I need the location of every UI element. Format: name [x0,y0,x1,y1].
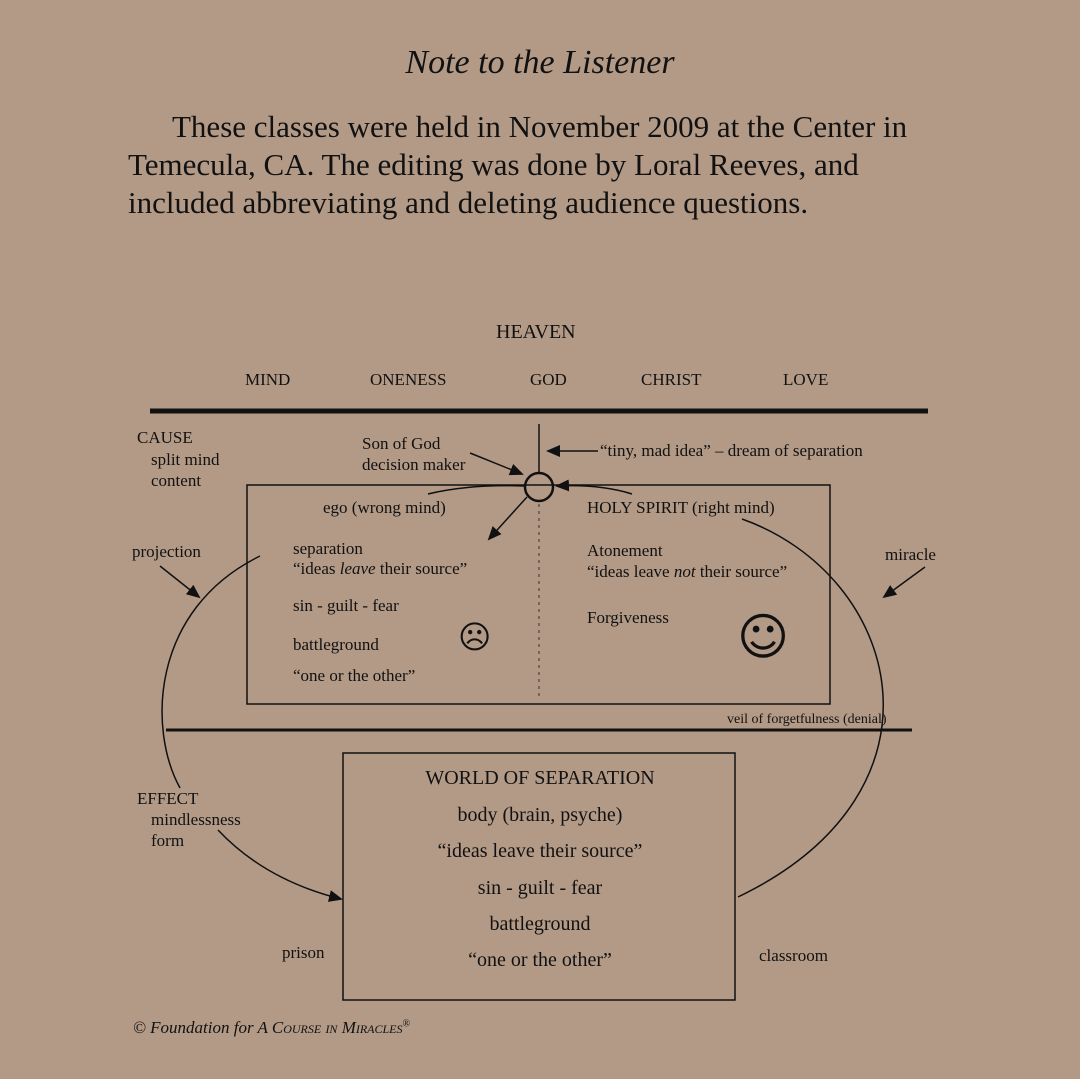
prison-label: prison [282,943,325,962]
world-box [342,752,736,1001]
copyright: © Foundation for A Course in Miracles® [133,1018,410,1038]
spirit-quote-emphasis: not [673,562,696,581]
spirit-quote-suffix: their source” [695,562,788,581]
ego-quote-emphasis: leave [339,559,376,578]
registered-mark: ® [402,1018,411,1030]
heaven-god: GOD [530,370,567,389]
spirit-heading: HOLY SPIRIT (right mind) [587,498,775,517]
world-title: WORLD OF SEPARATION [425,767,655,789]
son-of-god-arrow [469,452,524,476]
classroom-label: classroom [759,946,828,965]
heaven-love: LOVE [783,370,829,389]
copyright-prefix: © Foundation for A [133,1018,272,1037]
smile-face-icon: ☺ [737,608,790,666]
ego-sin-guilt-fear: sin - guilt - fear [293,596,399,615]
ego-one-or-other: “one or the other” [293,666,416,685]
cause-split-mind: split mind [151,450,220,469]
world-sin-guilt-fear: sin - guilt - fear [477,877,603,899]
spirit-arrow [555,479,633,495]
ego-battleground: battleground [293,635,379,654]
spirit-quote: “ideas leave not their source” [587,561,787,582]
ego-curve [427,484,525,495]
miracle-label: miracle [885,545,936,564]
heaven-mind: MIND [245,370,291,389]
miracle-arrow [882,566,926,599]
spirit-atonement: Atonement [587,541,663,560]
projection-label: projection [132,542,201,561]
cause-content: content [151,471,202,490]
tiny-mad-idea-label: “tiny, mad idea” – dream of separation [600,441,863,460]
world-one-or-other: “one or the other” [468,949,612,971]
intro-text: These classes were held in November 2009… [128,109,908,220]
heaven-oneness: ONENESS [370,370,447,389]
spirit-forgiveness: Forgiveness [587,608,669,627]
effect-mindlessness: mindlessness [151,810,241,829]
split-mind-box [246,484,831,705]
projection-arc [161,555,261,789]
ego-heading: ego (wrong mind) [323,498,446,517]
ego-quote-suffix: their source” [375,559,468,578]
effect-form: form [151,831,185,850]
world-body: body (brain, psyche) [457,804,623,826]
decision-maker-label: decision maker [362,455,466,474]
frown-face-icon: ☹ [458,618,492,656]
ego-quote: “ideas leave their source” [293,558,467,579]
world-ideas-quote: “ideas leave their source” [437,840,643,862]
effect-title: EFFECT [137,789,199,808]
cause-title: CAUSE [137,428,193,447]
heaven-label: HEAVEN [496,321,576,343]
ego-separation: separation [293,539,363,558]
copyright-course: Course in Miracles [271,1018,403,1037]
effect-arrow [217,829,343,902]
ego-quote-prefix: “ideas [293,559,340,578]
spirit-quote-prefix: “ideas leave [587,562,674,581]
page-title: Note to the Listener [405,44,675,81]
decision-maker-circle [523,471,555,503]
heaven-christ: CHRIST [641,370,702,389]
projection-arrow [159,565,201,599]
veil-label: veil of forgetfulness (denial) [727,712,887,727]
miracle-arc [737,518,885,898]
son-of-god-label: Son of God [362,434,441,453]
choice-arrow [487,496,528,541]
world-battleground: battleground [489,913,591,935]
intro-paragraph: These classes were held in November 2009… [128,108,958,222]
